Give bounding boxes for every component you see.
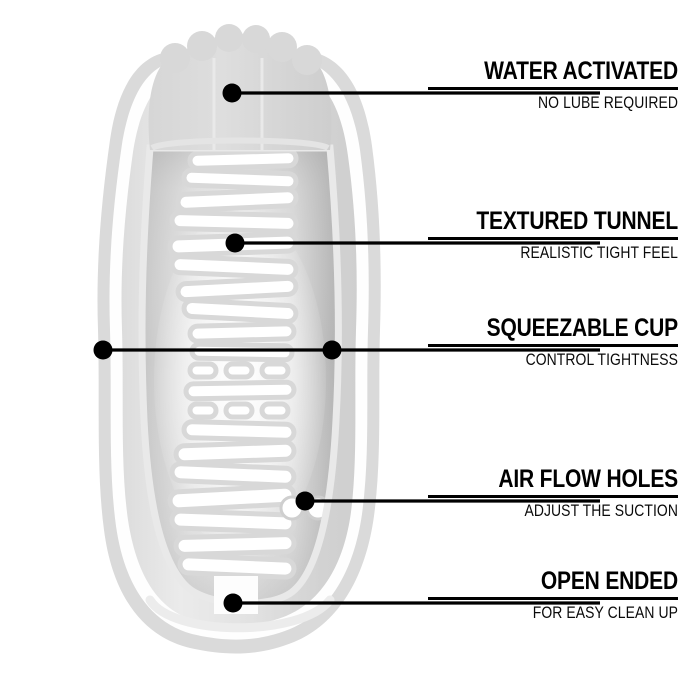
marker-squeezable-cup-right — [322, 340, 342, 360]
rib — [177, 553, 297, 580]
callout-subtitle: NO LUBE REQUIRED — [538, 92, 678, 112]
rib — [173, 439, 297, 466]
rib — [189, 341, 295, 363]
textured-ribs — [167, 148, 299, 580]
rib-segment — [187, 361, 219, 380]
cap-scallop — [292, 45, 322, 75]
cap-scallop — [160, 43, 190, 73]
rib — [181, 419, 297, 443]
rib-segment — [187, 401, 219, 420]
callout-open-ended: OPEN ENDED FOR EASY CLEAN UP — [428, 568, 678, 622]
callout-rule — [428, 495, 678, 498]
marker-open-ended — [223, 593, 243, 613]
cap-scallops — [160, 24, 322, 75]
callout-air-flow-holes: AIR FLOW HOLES ADJUST THE SUCTION — [428, 466, 678, 520]
callout-title: TEXTURED TUNNEL — [476, 207, 678, 235]
callout-rule — [428, 597, 678, 600]
callout-title: AIR FLOW HOLES — [498, 465, 678, 493]
rib — [181, 167, 299, 192]
rib — [169, 461, 297, 488]
callout-rule — [428, 87, 678, 90]
scalloped-cap — [148, 24, 332, 151]
callout-rule — [428, 344, 678, 347]
rib — [183, 379, 297, 402]
rib-segment — [259, 361, 291, 380]
rib-segmented — [187, 361, 291, 380]
cap-scallop — [242, 25, 270, 53]
callout-subtitle: ADJUST THE SUCTION — [524, 500, 678, 520]
callout-rule — [428, 237, 678, 240]
rib — [167, 483, 297, 513]
rib-segmented — [187, 401, 291, 420]
callout-textured-tunnel: TEXTURED TUNNEL REALISTIC TIGHT FEEL — [428, 208, 678, 262]
marker-water-activated — [222, 83, 242, 103]
callout-squeezable-cup: SQUEEZABLE CUP CONTROL TIGHTNESS — [428, 315, 678, 369]
callout-subtitle: REALISTIC TIGHT FEEL — [520, 242, 678, 262]
callout-subtitle: FOR EASY CLEAN UP — [532, 602, 678, 622]
rib — [173, 532, 297, 557]
rib — [175, 187, 299, 213]
rib — [169, 210, 299, 234]
rib — [169, 508, 297, 535]
rib — [175, 275, 299, 303]
callout-water-activated: WATER ACTIVATED NO LUBE REQUIRED — [428, 58, 678, 112]
marker-air-flow-holes — [295, 491, 315, 511]
rib-segment — [223, 401, 255, 420]
marker-dots — [93, 83, 342, 613]
callout-title: OPEN ENDED — [540, 567, 678, 595]
rib — [181, 297, 299, 325]
rib — [187, 148, 299, 171]
cap-scallop — [187, 31, 217, 61]
callout-title: WATER ACTIVATED — [484, 57, 678, 85]
callout-title: SQUEEZABLE CUP — [486, 314, 679, 342]
leader-lines — [103, 91, 600, 605]
rib — [169, 254, 299, 280]
open-base-curve — [145, 595, 335, 633]
callout-subtitle: CONTROL TIGHTNESS — [525, 349, 678, 369]
cap-scallop — [215, 24, 243, 52]
rib-segment — [259, 401, 291, 420]
rib — [187, 321, 297, 344]
inner-sleeve — [142, 148, 339, 604]
marker-textured-tunnel — [225, 233, 245, 253]
cap-lower-edge — [150, 137, 330, 151]
cap-scallop — [267, 32, 297, 62]
marker-squeezable-cup-left — [93, 340, 113, 360]
rib-segment — [223, 361, 255, 380]
